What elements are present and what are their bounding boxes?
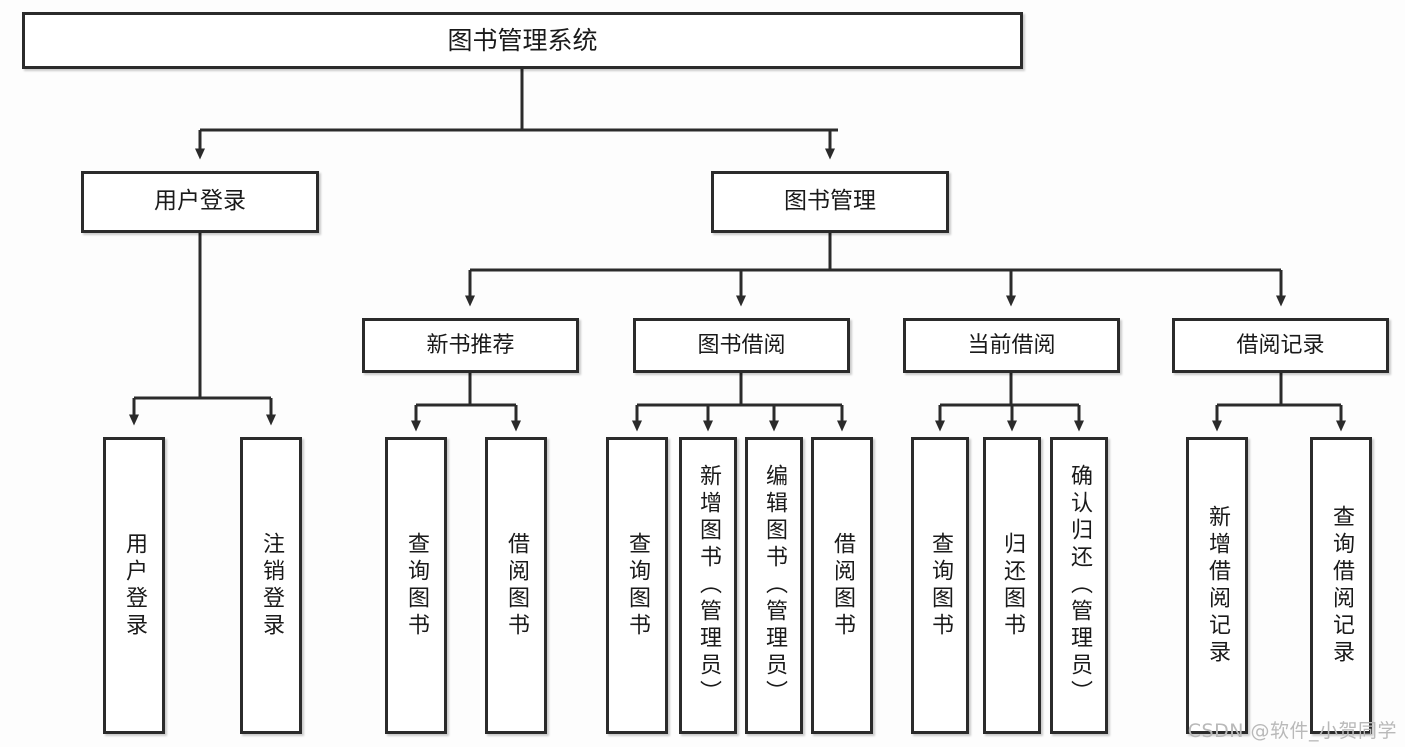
- leaf-query-book-new-label: 查询图书: [404, 531, 429, 640]
- leaf-add-book-admin[interactable]: 新增图书（管理员）: [679, 437, 737, 734]
- node-book-borrow[interactable]: 图书借阅: [633, 318, 850, 373]
- node-current-borrow[interactable]: 当前借阅: [903, 318, 1120, 373]
- leaf-query-borrow-record[interactable]: 查询借阅记录: [1310, 437, 1372, 734]
- leaf-user-login-label: 用户登录: [122, 531, 147, 640]
- leaf-user-logout-label: 注销登录: [259, 531, 284, 640]
- leaf-query-book-new[interactable]: 查询图书: [385, 437, 447, 734]
- node-root[interactable]: 图书管理系统: [22, 12, 1023, 69]
- leaf-query-book-borrow[interactable]: 查询图书: [606, 437, 668, 734]
- node-book-borrow-label: 图书借阅: [697, 332, 786, 358]
- leaf-user-login[interactable]: 用户登录: [103, 437, 165, 734]
- leaf-return-book-label: 归还图书: [1000, 531, 1025, 640]
- leaf-add-borrow-record[interactable]: 新增借阅记录: [1186, 437, 1248, 734]
- leaf-query-book-current[interactable]: 查询图书: [911, 437, 969, 734]
- leaf-edit-book-admin[interactable]: 编辑图书（管理员）: [745, 437, 803, 734]
- node-borrow-records[interactable]: 借阅记录: [1172, 318, 1389, 373]
- node-new-book-recommend[interactable]: 新书推荐: [362, 318, 579, 373]
- leaf-query-book-borrow-label: 查询图书: [625, 531, 650, 640]
- leaf-add-book-admin-label: 新增图书（管理员）: [696, 464, 721, 707]
- leaf-return-book[interactable]: 归还图书: [983, 437, 1041, 734]
- leaf-borrow-book[interactable]: 借阅图书: [811, 437, 873, 734]
- node-user-login[interactable]: 用户登录: [81, 171, 319, 233]
- leaf-borrow-book-new-label: 借阅图书: [504, 531, 529, 640]
- node-current-borrow-label: 当前借阅: [967, 332, 1056, 358]
- node-book-management-label: 图书管理: [784, 188, 876, 215]
- leaf-query-borrow-record-label: 查询借阅记录: [1329, 504, 1354, 667]
- leaf-edit-book-admin-label: 编辑图书（管理员）: [762, 464, 787, 707]
- node-book-management[interactable]: 图书管理: [711, 171, 949, 233]
- leaf-confirm-return-admin-label: 确认归还（管理员）: [1067, 464, 1092, 707]
- node-root-label: 图书管理系统: [447, 25, 598, 55]
- leaf-add-borrow-record-label: 新增借阅记录: [1205, 504, 1230, 667]
- leaf-user-logout[interactable]: 注销登录: [240, 437, 302, 734]
- node-new-book-recommend-label: 新书推荐: [426, 332, 515, 358]
- leaf-borrow-book-label: 借阅图书: [830, 531, 855, 640]
- leaf-query-book-current-label: 查询图书: [928, 531, 953, 640]
- node-borrow-records-label: 借阅记录: [1236, 332, 1325, 358]
- node-user-login-label: 用户登录: [154, 188, 246, 215]
- leaf-confirm-return-admin[interactable]: 确认归还（管理员）: [1050, 437, 1108, 734]
- leaf-borrow-book-new[interactable]: 借阅图书: [485, 437, 547, 734]
